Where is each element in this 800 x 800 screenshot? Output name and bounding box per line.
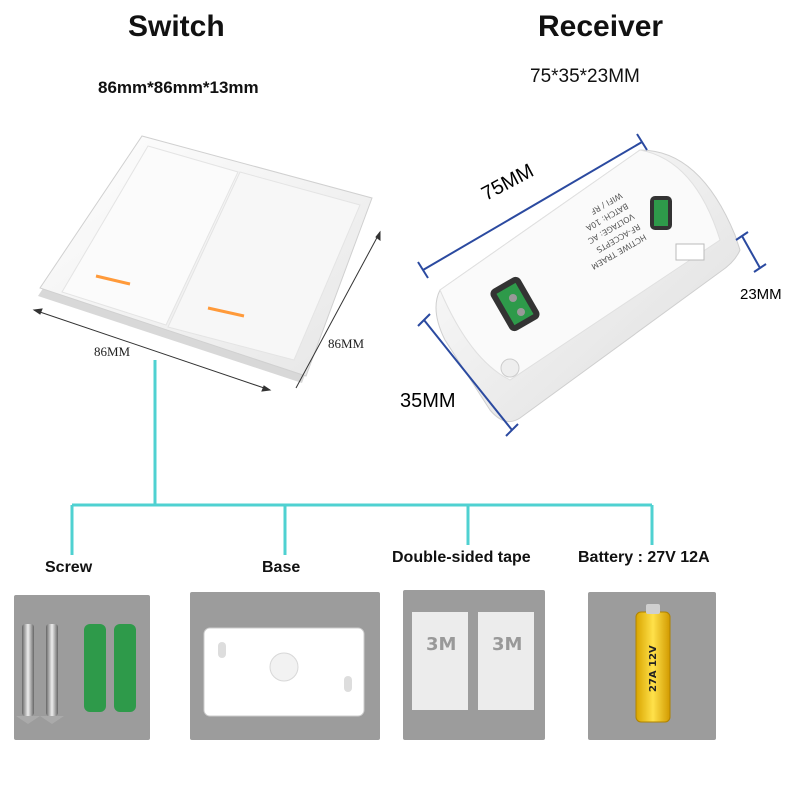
tape-image: 3M 3M <box>412 612 534 710</box>
battery-image: 27A 12V <box>635 604 671 723</box>
receiver-title: Receiver <box>538 10 664 43</box>
tape-brand: 3M <box>492 634 522 655</box>
switch-dim-width: 86MM <box>94 344 131 359</box>
screw-image <box>16 624 136 724</box>
tape-brand: 3M <box>426 634 456 655</box>
screw-label: Screw <box>45 559 93 576</box>
switch-size: 86mm*86mm*13mm <box>98 78 259 97</box>
connector-lines <box>70 360 654 555</box>
switch-dimension-lines <box>32 230 381 392</box>
receiver-image: HCTIWE TRAEM RF-ACCEPTS VOLTAGE: AC BATC… <box>435 149 741 423</box>
receiver-dim-width: 35MM <box>400 390 456 412</box>
receiver-size: 75*35*23MM <box>530 66 640 87</box>
battery-label: Battery : 27V 12A <box>578 549 710 566</box>
switch-image <box>38 135 373 383</box>
switch-dim-depth: 86MM <box>328 336 365 351</box>
base-label: Base <box>262 559 301 576</box>
tape-label: Double-sided tape <box>392 549 531 566</box>
receiver-dim-height: 23MM <box>740 286 782 303</box>
base-image <box>203 627 365 717</box>
battery-text: 27A 12V <box>648 645 659 692</box>
receiver-dimension-lines <box>417 133 767 437</box>
switch-title: Switch <box>128 10 225 43</box>
